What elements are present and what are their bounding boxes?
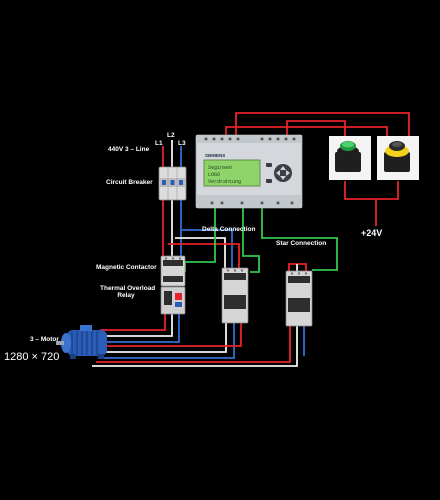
l1-label: L1 (155, 140, 163, 147)
overload-relay-icon (160, 286, 186, 315)
overload-relay-label-line-2: Relay (117, 292, 135, 300)
contactor-label: Magnetic Contactor (96, 264, 157, 271)
motor-feed (100, 314, 180, 343)
l2-label: L2 (167, 132, 175, 139)
breaker-to-k1 (162, 200, 182, 256)
plc-supply-wires (225, 112, 410, 226)
breaker-label: Circuit Breaker (106, 179, 153, 186)
resolution-label: 1280 × 720 (4, 351, 60, 363)
plc-screen-line-2: LOGO (208, 172, 220, 178)
plc-keypad (266, 163, 292, 183)
star-connection-label: Star Connection (276, 240, 327, 247)
plc-brand: SIEMENS (205, 153, 225, 158)
delta-connection-label: Delta Connection (202, 226, 256, 233)
mains-feed (162, 140, 182, 167)
contactor-icon-k1 (160, 255, 186, 287)
contactor-icon-k2 (221, 267, 249, 324)
plc-screen-line-3: Verdrahtung (208, 179, 241, 185)
voltage-label: +24V (361, 228, 383, 238)
motor-icon (56, 325, 107, 359)
plc-icon (195, 134, 303, 209)
motor-label: 3 – Motor (30, 336, 59, 343)
plc-screen-line-1: Seginsen (208, 165, 232, 171)
delta-star-returns (92, 323, 305, 367)
l3-label: L3 (178, 140, 186, 147)
stop-push-button-icon (377, 136, 419, 180)
start-push-button-icon (329, 136, 371, 180)
overload-relay-label-line-1: Thermal Overload (100, 285, 156, 292)
supply-label: 440V 3 – Line (108, 146, 150, 153)
overload-relay-label: Thermal Overload Relay (100, 285, 156, 300)
contactor-icon-k3 (285, 270, 313, 327)
circuit-breaker-icon (158, 166, 187, 201)
supply-to-k2 (168, 229, 240, 268)
